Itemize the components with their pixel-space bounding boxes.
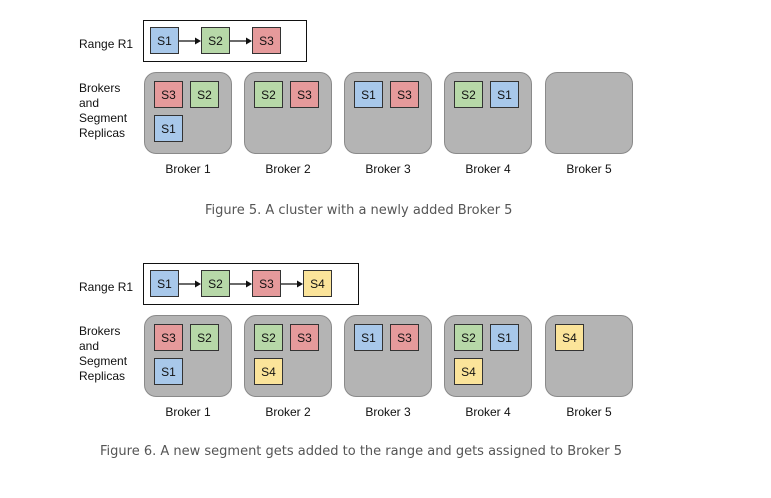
range-segment-s1: S1 (150, 27, 179, 54)
brokers-label-line: Segment (79, 354, 128, 368)
replica-s3: S3 (154, 324, 183, 351)
broker-1-label: Broker 1 (165, 405, 211, 419)
replica-s2: S2 (254, 81, 283, 108)
range-segment-s4: S4 (303, 270, 332, 297)
broker-4-label: Broker 4 (465, 405, 511, 419)
brokers-label-line: Segment (79, 111, 128, 125)
figure-5-caption: Figure 5. A cluster with a newly added B… (205, 203, 513, 218)
brokers-label-line: and (79, 96, 100, 110)
replica-s1: S1 (354, 324, 383, 351)
broker-5 (545, 72, 633, 154)
chain-arrow-head (246, 280, 252, 288)
replica-s2: S2 (454, 81, 483, 108)
chain-arrow-head (195, 280, 201, 288)
brokers-label-line: Replicas (79, 126, 126, 140)
brokers-label-line: Brokers (79, 324, 121, 338)
replica-s1: S1 (490, 324, 519, 351)
range-segment-s3: S3 (252, 27, 281, 54)
replica-s2: S2 (190, 81, 219, 108)
replica-s2: S2 (254, 324, 283, 351)
replica-s2: S2 (190, 324, 219, 351)
replica-s4: S4 (555, 324, 584, 351)
broker-1-label: Broker 1 (165, 162, 211, 176)
replica-s1: S1 (154, 358, 183, 385)
replica-s1: S1 (490, 81, 519, 108)
brokers-label-line: Brokers (79, 81, 121, 95)
broker-2-label: Broker 2 (265, 405, 311, 419)
broker-5-label: Broker 5 (566, 162, 612, 176)
range-label: Range R1 (79, 280, 134, 294)
broker-2-label: Broker 2 (265, 162, 311, 176)
replica-s3: S3 (390, 324, 419, 351)
replica-s3: S3 (154, 81, 183, 108)
chain-arrow-head (246, 37, 252, 45)
replica-s3: S3 (390, 81, 419, 108)
replica-s4: S4 (254, 358, 283, 385)
broker-3-label: Broker 3 (365, 162, 411, 176)
brokers-label-line: Replicas (79, 369, 126, 383)
broker-5-label: Broker 5 (566, 405, 612, 419)
figure-6-caption: Figure 6. A new segment gets added to th… (100, 444, 622, 459)
range-segment-s2: S2 (201, 27, 230, 54)
range-segment-s2: S2 (201, 270, 230, 297)
chain-arrow-head (297, 280, 303, 288)
range-label: Range R1 (79, 37, 134, 51)
replica-s1: S1 (354, 81, 383, 108)
replica-s3: S3 (290, 324, 319, 351)
replica-s2: S2 (454, 324, 483, 351)
replica-s4: S4 (454, 358, 483, 385)
broker-4-label: Broker 4 (465, 162, 511, 176)
range-segment-s1: S1 (150, 270, 179, 297)
brokers-label-line: and (79, 339, 100, 353)
replica-s1: S1 (154, 115, 183, 142)
range-segment-s3: S3 (252, 270, 281, 297)
broker-3-label: Broker 3 (365, 405, 411, 419)
replica-s3: S3 (290, 81, 319, 108)
chain-arrow-head (195, 37, 201, 45)
